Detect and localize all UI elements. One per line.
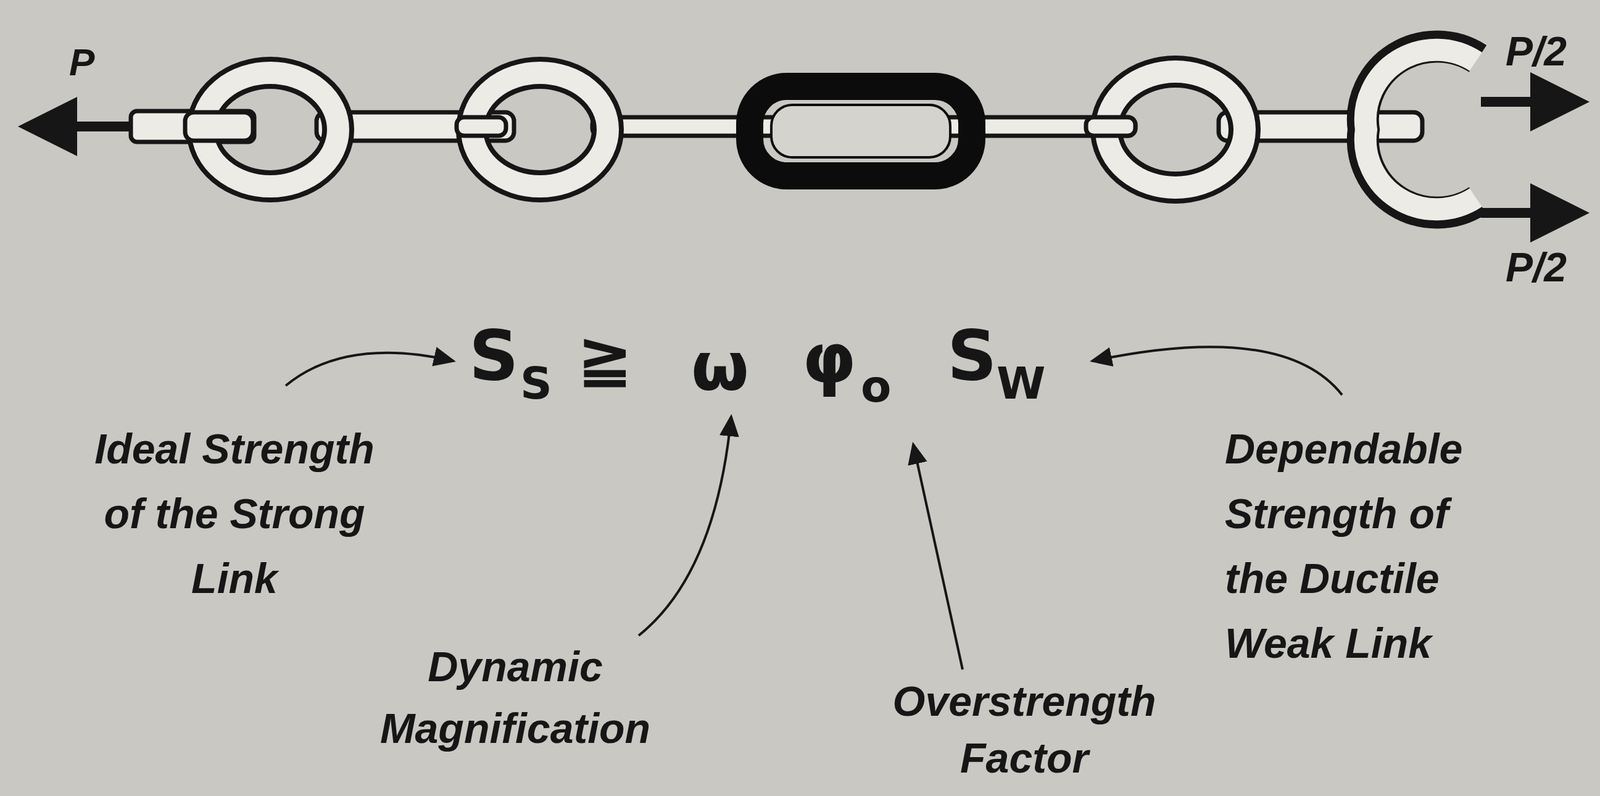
subscript: o xyxy=(860,364,892,409)
subscript: S xyxy=(520,360,553,406)
load-label: P xyxy=(69,43,95,82)
weak-link xyxy=(749,86,972,176)
load-label: P/2 xyxy=(1505,246,1567,288)
inequality-symbol: ≧ xyxy=(576,323,634,391)
annotation: Dynamic Magnification xyxy=(377,635,655,759)
overstrength-symbol: φ xyxy=(802,323,857,394)
annotation: Overstrength Factor xyxy=(889,672,1160,787)
magnification-symbol: ω xyxy=(691,333,750,400)
annotation: Ideal Strength of the Strong Link xyxy=(91,416,378,611)
leader-line xyxy=(285,346,1343,670)
strong-link xyxy=(202,71,1245,188)
subscript: W xyxy=(996,360,1046,406)
strength-symbol: S xyxy=(468,320,519,390)
annotation: Dependable Strength of the Ductile Weak … xyxy=(1224,416,1470,676)
strength-symbol: S xyxy=(947,320,998,390)
broken-link xyxy=(1363,46,1478,213)
load-label: P/2 xyxy=(1505,30,1567,72)
chain-rod xyxy=(185,112,1136,141)
